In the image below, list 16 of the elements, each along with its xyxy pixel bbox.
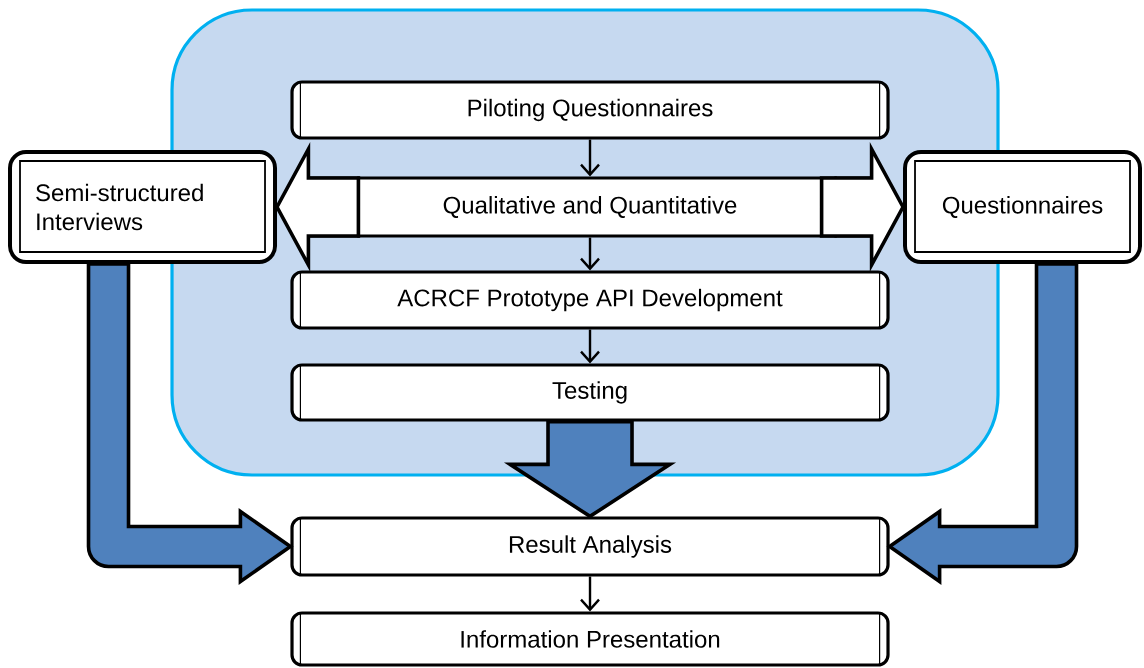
- block-arrow: [274, 141, 361, 273]
- process-box: Information Presentation: [290, 611, 890, 667]
- arrow: [580, 329, 600, 364]
- process-box: Result Analysis: [290, 516, 890, 577]
- method-box: Questionnaires: [903, 150, 1142, 264]
- block-arrow: [86, 262, 293, 584]
- block-arrow: [503, 419, 677, 519]
- block-arrow: [887, 262, 1079, 584]
- method-box: Semi-structured Interviews: [8, 150, 277, 264]
- block-arrow: [819, 141, 906, 273]
- arrow: [580, 139, 600, 177]
- arrow: [580, 576, 600, 612]
- process-box: Piloting Questionnaires: [290, 80, 890, 140]
- arrow: [580, 237, 600, 271]
- process-box: ACRCF Prototype API Development: [290, 270, 890, 330]
- process-box: Testing: [290, 363, 890, 422]
